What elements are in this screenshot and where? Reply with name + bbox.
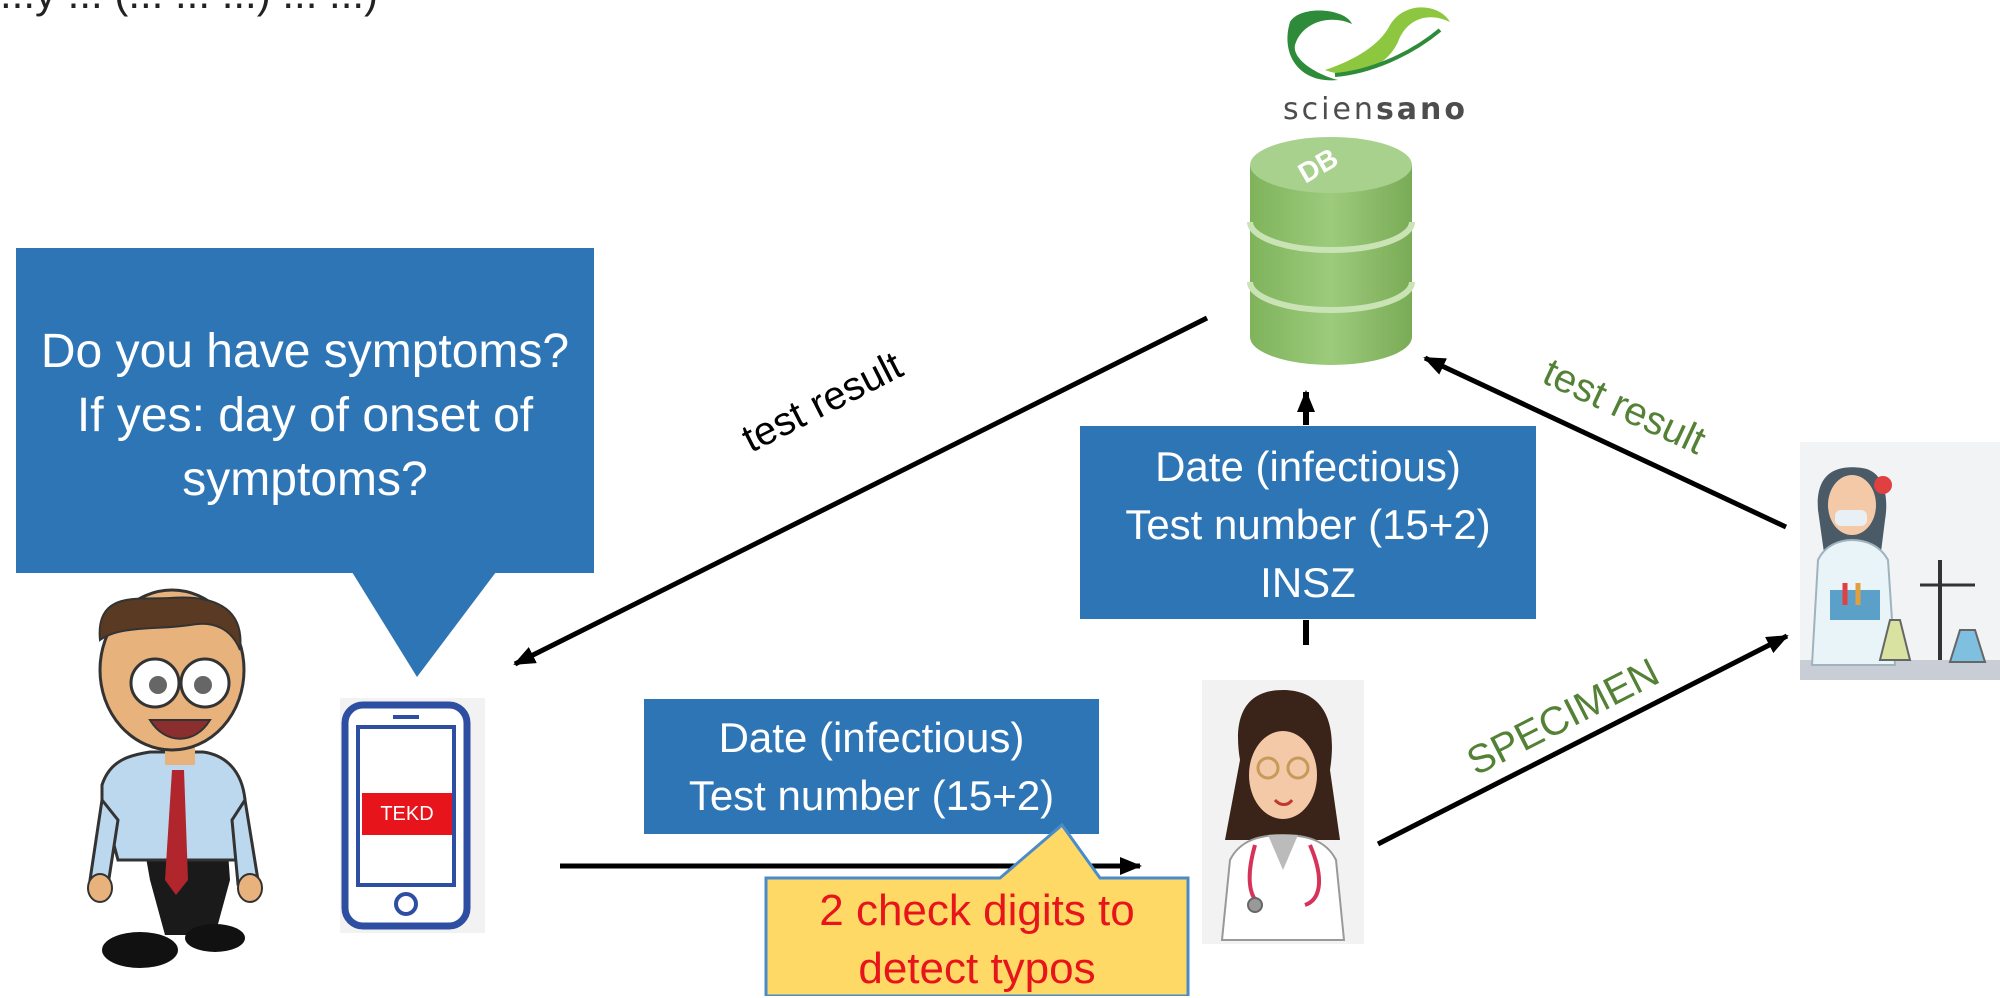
phone-screen-label: TEKD [380,803,434,825]
central-box-line: Date (infectious) [1155,443,1461,490]
question-line: symptoms? [182,453,428,506]
wordmark-prefix: scien [1283,92,1376,127]
bottom-box-line: Date (infectious) [718,714,1025,761]
database-icon [1247,137,1415,365]
patient-icon [87,588,263,968]
wordmark-suffix: sano [1375,92,1469,127]
bottom-data-box: Date (infectious) Test number (15+2) [644,699,1099,834]
central-box-line: Test number (15+2) [1125,501,1491,548]
doctor-icon [1202,680,1364,944]
bottom-box-line: Test number (15+2) [688,772,1055,819]
question-speech-bubble [16,248,594,677]
header-cropped-text: ...y ... (... ... ...) ... ...) [0,0,378,18]
note-text: 2 check digits to detect typos [766,882,1188,998]
note-line: detect typos [858,944,1096,993]
central-box-line: INSZ [1260,559,1356,606]
question-line: Do you have symptoms? [40,325,570,378]
sciensano-wordmark: sciensano [1283,92,1468,127]
lab-scientist-icon [1800,442,2000,680]
question-line: If yes: day of onset of [76,389,534,442]
note-line: 2 check digits to [819,886,1135,935]
question-text: Do you have symptoms? If yes: day of ons… [16,320,594,512]
arrow-doctor-to-lab [1376,633,1789,847]
arrow-db-to-phone [513,315,1209,667]
sciensano-logo-icon [1287,7,1450,81]
phone-icon [340,698,485,933]
central-data-box: Date (infectious) Test number (15+2) INS… [1080,426,1536,619]
arrow-lab-to-db [1423,355,1788,530]
